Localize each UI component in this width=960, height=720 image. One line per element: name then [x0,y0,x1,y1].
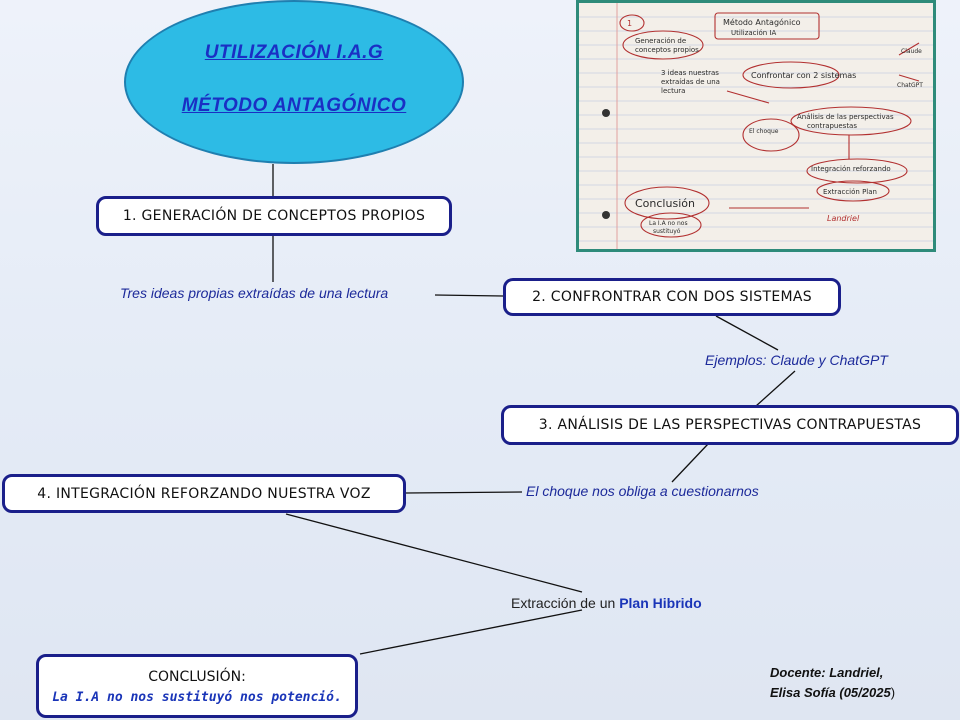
title-line-2: MÉTODO ANTAGÓNICO [181,95,407,116]
svg-text:ChatGPT: ChatGPT [897,82,923,89]
svg-text:Integración reforzando: Integración reforzando [811,165,891,173]
svg-text:Método Antagónico: Método Antagónico [723,17,801,27]
svg-text:3 ideas nuestras: 3 ideas nuestras [661,69,719,77]
credit-line-2-close: ) [890,685,896,700]
step-3-box: 3. ANÁLISIS DE LAS PERSPECTIVAS CONTRAPU… [501,405,959,445]
handwritten-sketch-photo: 1 Método Antagónico Utilización IA Gener… [576,0,936,252]
note-three-ideas: Tres ideas propias extraídas de una lect… [120,285,389,301]
connector-step2-note2 [715,315,779,351]
svg-text:extraídas de una: extraídas de una [661,78,720,86]
svg-text:La I.A no nos: La I.A no nos [649,220,688,227]
connector-note3-step4 [405,491,523,494]
notebook-sketch: 1 Método Antagónico Utilización IA Gener… [579,3,933,249]
svg-text:conceptos propios: conceptos propios [635,46,699,54]
svg-text:Extracción Plan: Extracción Plan [823,188,877,196]
svg-text:El choque: El choque [749,128,779,135]
svg-text:Análisis de las perspectivas: Análisis de las perspectivas [797,113,894,121]
extraction-prefix: Extracción de un [511,595,616,611]
svg-text:contrapuestas: contrapuestas [807,122,857,130]
note-examples: Ejemplos: Claude y ChatGPT [705,352,888,368]
svg-text:Claude: Claude [901,48,922,55]
extraction-highlight: Plan Hibrido [619,595,702,611]
step-4-box: 4. INTEGRACIÓN REFORZANDO NUESTRA VOZ [2,474,406,513]
step-1-box: 1. GENERACIÓN DE CONCEPTOS PROPIOS [96,196,452,236]
connector-step4-extraction [285,513,583,593]
credit-line-2: Elisa Sofía (05/2025 [770,685,891,700]
svg-text:lectura: lectura [661,87,685,95]
connector-step3-note3 [671,443,709,483]
svg-text:sustituyó: sustituyó [653,228,681,235]
title-ellipse: UTILIZACIÓN I.A.G MÉTODO ANTAGÓNICO [124,0,464,164]
svg-text:Generación de: Generación de [635,37,686,45]
svg-text:1: 1 [627,19,632,28]
conclusion-text: La I.A no nos sustituyó nos potenció. [52,690,342,705]
conclusion-box: CONCLUSIÓN: La I.A no nos sustituyó nos … [36,654,358,718]
step-2-box: 2. CONFRONTRAR CON DOS SISTEMAS [503,278,841,316]
note-clash: El choque nos obliga a cuestionarnos [526,483,759,499]
connector-extraction-conclusion [359,609,583,655]
svg-text:Confrontar con 2 sistemas: Confrontar con 2 sistemas [751,71,856,80]
svg-text:Landriel: Landriel [827,214,860,223]
svg-text:Conclusión: Conclusión [635,197,695,210]
connector-note2-step3 [755,370,796,407]
connector-note1-step2 [434,294,504,297]
title-line-1: UTILIZACIÓN I.A.G [204,42,384,63]
svg-text:Utilización IA: Utilización IA [731,29,776,37]
teacher-credit: Docente: Landriel, Elisa Sofía (05/2025) [770,663,895,703]
credit-line-1: Docente: Landriel, [770,665,884,680]
conclusion-title: CONCLUSIÓN: [148,669,246,685]
extraction-label: Extracción de un Plan Hibrido [511,595,702,611]
